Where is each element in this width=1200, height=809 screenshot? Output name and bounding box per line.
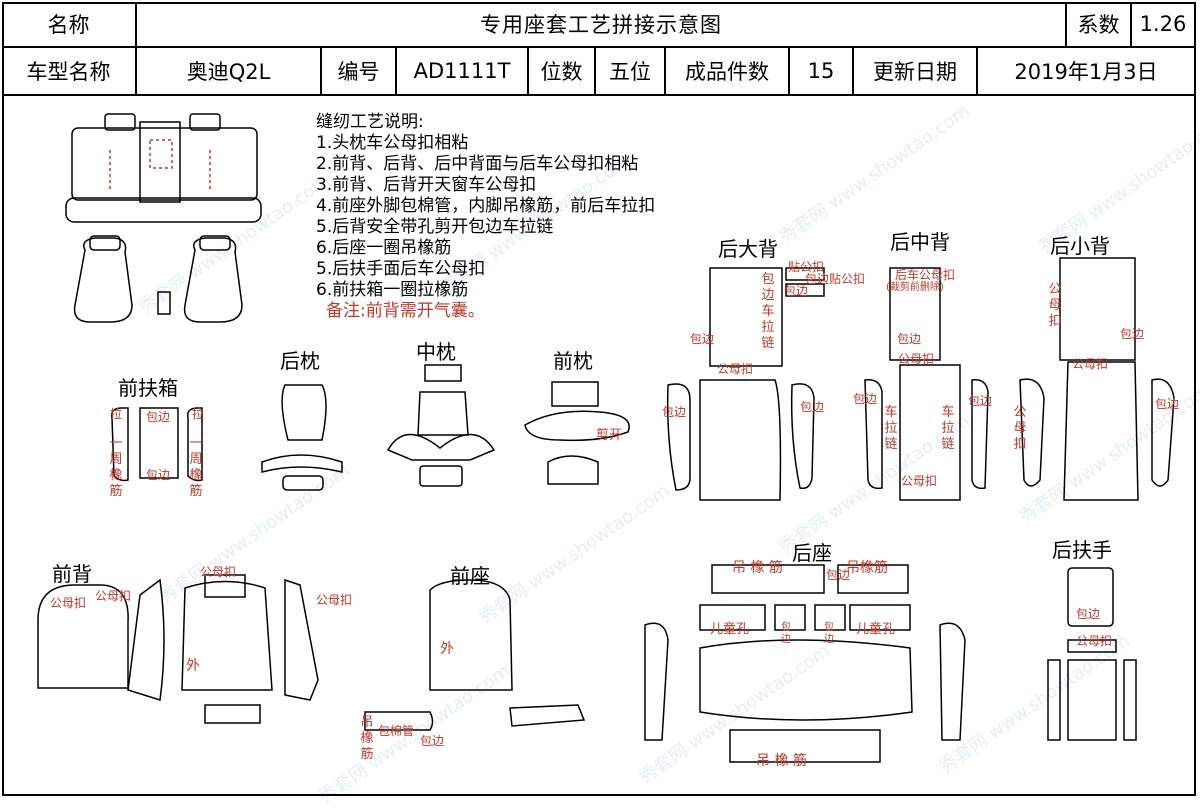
notes-line: 5.后扶手面后车公母扣 (316, 259, 486, 279)
annotation-binding: 包边 (781, 622, 791, 645)
annotation-car-zipper: 车拉链 (941, 405, 955, 452)
section-front-pillow-title: 前枕 (553, 349, 593, 373)
sewing-notes: 缝纫工艺说明: 1.头枕车公母扣相粘 2.前背、后背、后中背面与后车公母扣相粘 … (316, 112, 655, 322)
front-back-pieces (37, 574, 319, 724)
annotation-binding: 包边 (826, 568, 851, 582)
annotation-binding: 包边 (968, 394, 993, 408)
annotation-binding: 包边 (853, 392, 878, 406)
coef-label: 系数 (1067, 2, 1132, 48)
section-rear-mid-back-title: 后中背 (890, 230, 950, 254)
annotation-hang-rubber: 吊橡筋 (360, 715, 374, 762)
annotation-hang-rubber: 吊 橡 筋 (756, 753, 807, 769)
sheet-frame (2, 2, 1196, 796)
annotation-snap-stick: 贴公扣 (788, 260, 825, 274)
section-rear-seat-title: 后座 (792, 541, 832, 565)
annotation-binding: 包边 (146, 410, 171, 424)
annotation-snap: 公母扣 (1072, 357, 1109, 371)
annotation-snap: 公母扣 (1076, 634, 1113, 648)
annotation-binding: 包边 (824, 622, 834, 645)
annotation-outer: 外 (440, 641, 454, 657)
section-mid-pillow-title: 中枕 (416, 340, 456, 364)
annotation-binding: 包边 (1155, 397, 1180, 411)
annotation-binding: 包边 (784, 284, 809, 298)
seats-value: 五位 (596, 48, 666, 96)
annotation-snap: 公母扣 (200, 565, 237, 579)
front-box-pieces (110, 407, 203, 482)
annotation-binding-zipper: 包边车拉链 (761, 272, 775, 351)
annotation-snap: 公母扣 (1048, 282, 1062, 329)
coef-value: 1.26 (1132, 2, 1196, 48)
annotation-cotton-binding: 包棉管 (378, 724, 415, 738)
date-label: 更新日期 (854, 48, 978, 96)
annotation-snap: 公母扣 (901, 474, 938, 488)
section-rear-armrest-title: 后扶手 (1052, 538, 1112, 562)
notes-line: 6.后座一圈吊橡筋 (316, 238, 452, 258)
annotation-snap: 公母扣 (50, 596, 87, 610)
model-value: 奥迪Q2L (137, 48, 322, 96)
annotation-rear-snap: 后车公母扣 (895, 268, 956, 282)
annotation-circle-rubber: 一周橡筋 (189, 436, 203, 499)
notes-heading: 缝纫工艺说明: (316, 112, 424, 132)
annotation-binding: 包边 (800, 400, 825, 414)
rear-pillow-pieces (261, 384, 343, 491)
annotation-car-zipper: 车拉链 (884, 405, 898, 452)
section-rear-pillow-title: 后枕 (280, 349, 320, 373)
annotation-snap: 公母扣 (898, 352, 935, 366)
rear-small-back-pieces (1019, 257, 1175, 501)
overview-rear-bench (65, 113, 262, 223)
annotation-binding: 包边 (897, 332, 922, 346)
annotation-hang-rubber: 吊 橡 筋 (732, 560, 783, 576)
annotation-binding: 包边 (1076, 607, 1101, 621)
rear-mid-back-pieces (864, 267, 989, 501)
notes-line: 6.前扶箱一圈拉橡筋 (316, 280, 469, 300)
mid-pillow-pieces (386, 364, 496, 487)
section-front-back-title: 前背 (52, 562, 92, 586)
notes-line: 4.前座外脚包棉管，内脚吊橡筋，前后车拉扣 (316, 196, 656, 216)
pieces-label: 成品件数 (666, 48, 790, 96)
annotation-cut-before-remove: (裁剪前删除) (886, 282, 944, 293)
code-value: AD1111T (397, 48, 529, 96)
rear-armrest-pieces (1047, 567, 1137, 741)
annotation-child-hole: 儿童孔 (710, 622, 750, 637)
notes-remark: 备注:前背需开气囊。 (326, 301, 485, 321)
annotation-snap: 公母扣 (717, 362, 754, 376)
section-front-box-title: 前扶箱 (118, 376, 178, 400)
date-value: 2019年1月3日 (978, 48, 1196, 96)
page-title: 专用座套工艺拼接示意图 (137, 2, 1067, 48)
annotation-snap: 公母扣 (1013, 405, 1027, 452)
annotation-binding: 包边 (662, 405, 687, 419)
annotation-binding: 包边 (1120, 327, 1145, 341)
notes-line: 5.后背安全带孔剪开包边车拉链 (316, 217, 554, 237)
annotation-circle-rubber: 一周橡筋 (109, 436, 123, 499)
annotation-pull: 拉 (192, 407, 205, 421)
annotation-pull: 拉 (110, 407, 123, 421)
notes-line: 2.前背、后背、后中背面与后车公母扣相粘 (316, 154, 639, 174)
pieces-value: 15 (790, 48, 854, 96)
code-label: 编号 (322, 48, 397, 96)
notes-line: 1.头枕车公母扣相粘 (316, 133, 469, 153)
section-front-seat-title: 前座 (450, 564, 490, 588)
rear-seat-pieces (644, 564, 966, 763)
section-rear-big-back-title: 后大背 (718, 237, 778, 261)
front-seat-pieces (364, 579, 586, 731)
annotation-cut-open: 剪开 (596, 428, 623, 443)
annotation-binding-snap-stick: 包边贴公扣 (805, 272, 866, 286)
annotation-outer: 外 (186, 658, 200, 674)
overview-front-seats (73, 235, 243, 323)
annotation-snap: 公母扣 (95, 589, 132, 603)
seats-label: 位数 (529, 48, 596, 96)
section-rear-small-back-title: 后小背 (1050, 234, 1110, 258)
annotation-child-hole: 儿童孔 (856, 622, 896, 637)
annotation-snap: 公母扣 (316, 593, 353, 607)
front-pillow-pieces (524, 381, 630, 485)
name-label: 名称 (2, 2, 137, 48)
annotation-binding: 包边 (420, 734, 445, 748)
annotation-hang-rubber: 吊橡筋 (846, 560, 888, 576)
annotation-binding: 包边 (146, 468, 171, 482)
rear-big-back-pieces (666, 267, 825, 501)
annotation-binding: 包边 (690, 332, 715, 346)
model-label: 车型名称 (2, 48, 137, 96)
notes-line: 3.前背、后背开天窗车公母扣 (316, 175, 537, 195)
